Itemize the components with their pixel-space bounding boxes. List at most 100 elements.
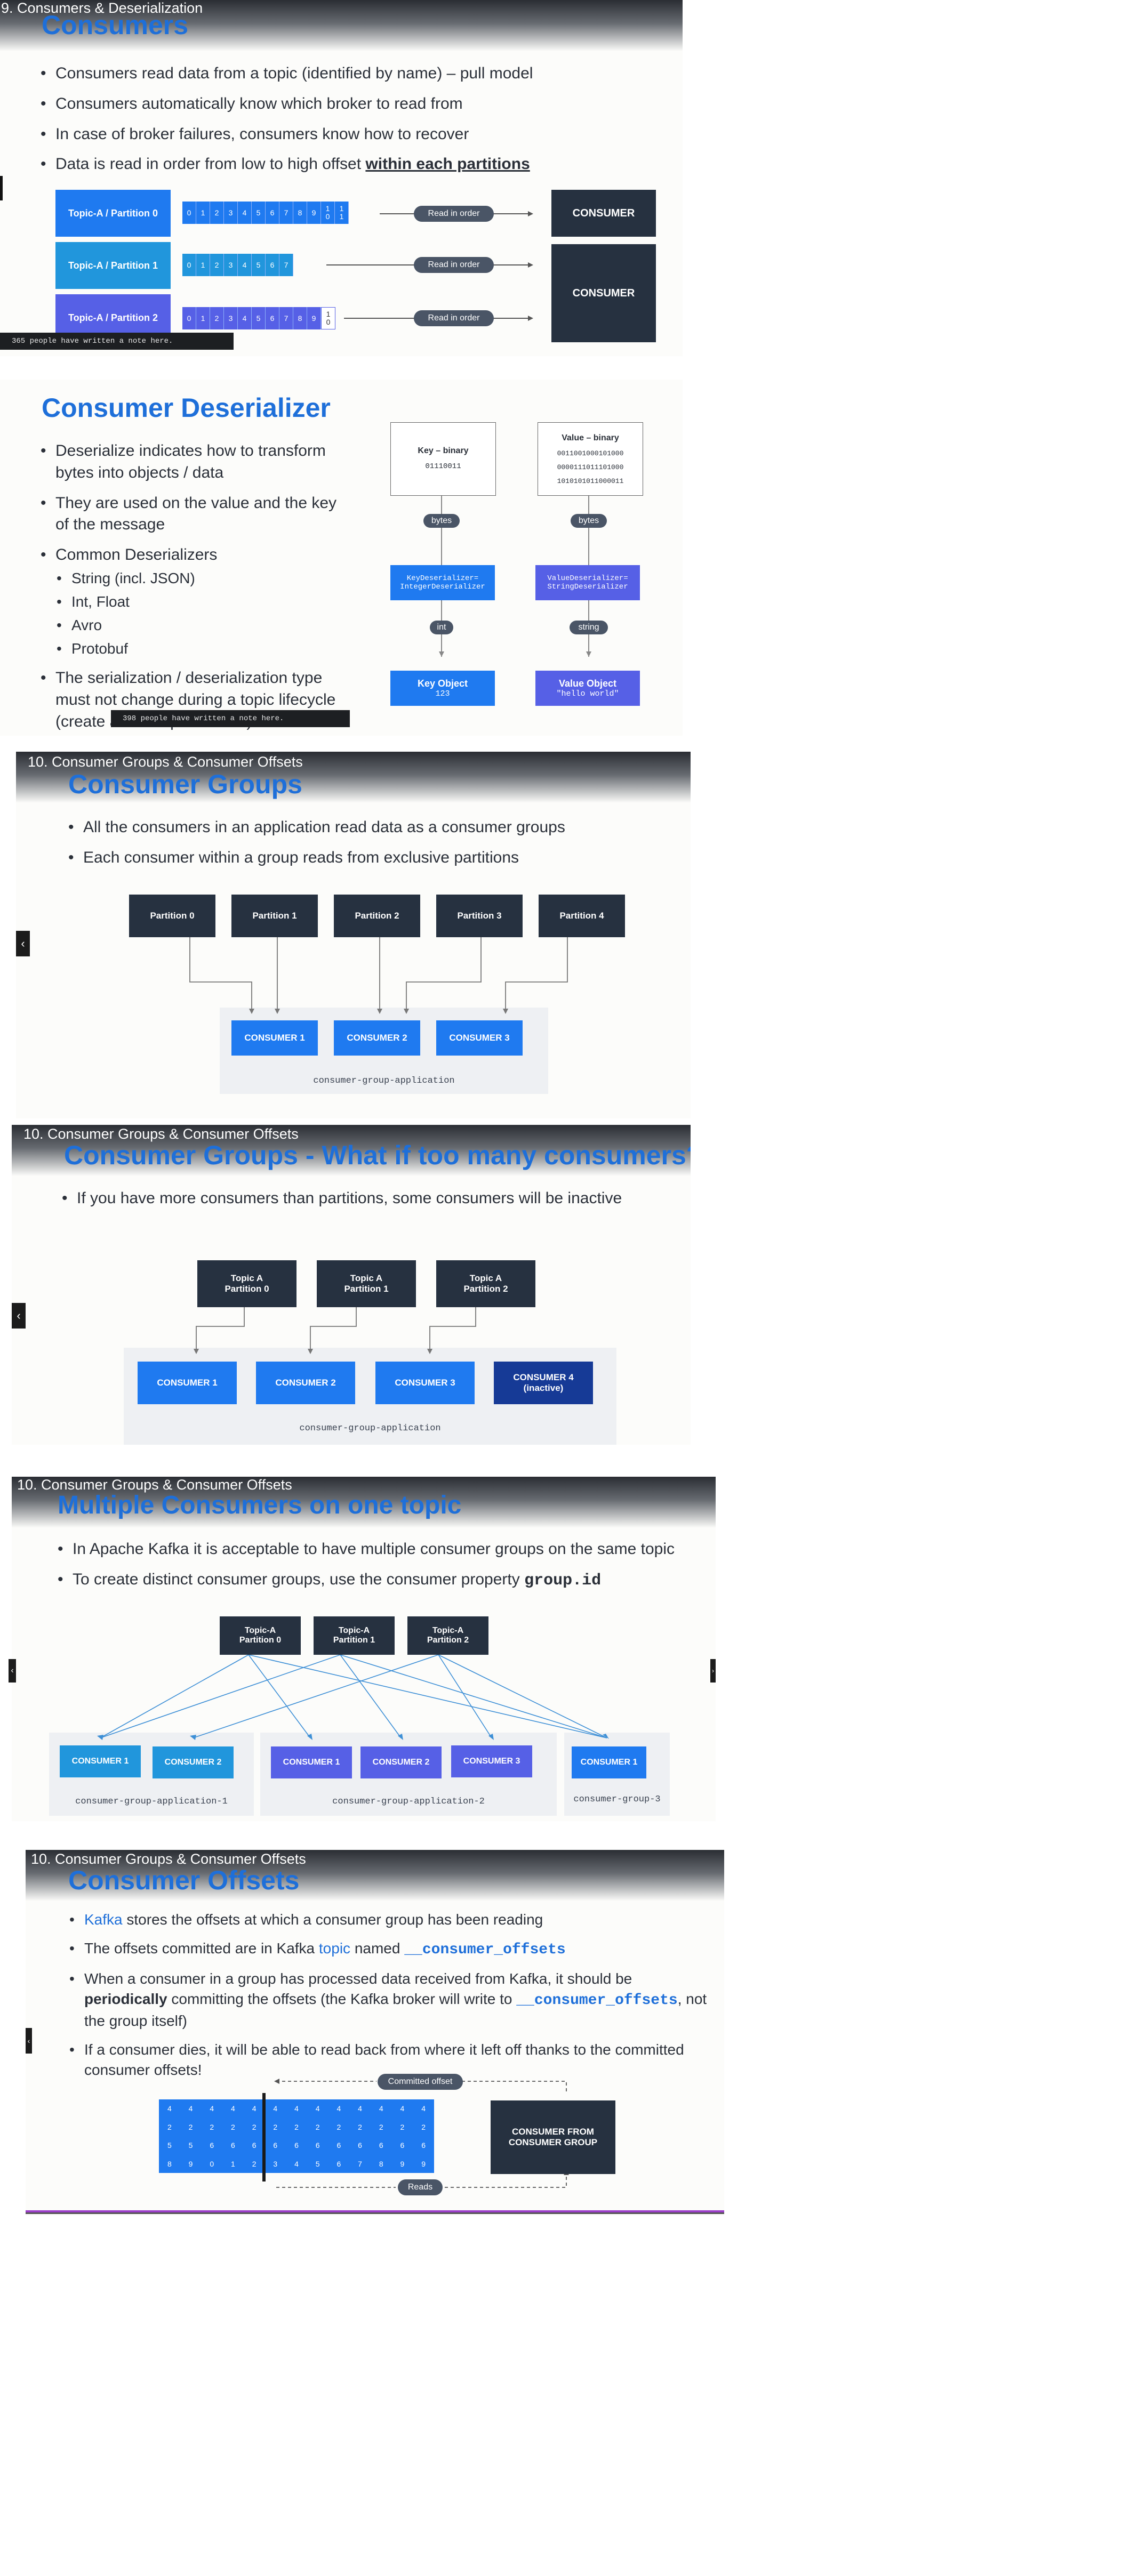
offset-digit: 2 xyxy=(188,2122,193,2131)
offset-digit: 6 xyxy=(379,2141,383,2150)
bullet: Deserialize indicates how to transform b… xyxy=(39,440,338,484)
key-object-title: Key Object xyxy=(417,678,468,689)
sub-bullet: String (incl. JSON) xyxy=(55,568,338,589)
bullet: Common Deserializers String (incl. JSON)… xyxy=(39,544,338,659)
offset-digit: 9 xyxy=(400,2159,405,2168)
offset-digit: 2 xyxy=(210,2122,214,2131)
offset-cell: 5 xyxy=(252,307,266,329)
bullet: Consumers automatically know which broke… xyxy=(39,93,626,115)
partition-box: Partition 1 xyxy=(231,895,318,937)
consumer-box: CONSUMER 3 xyxy=(375,1362,475,1404)
offset-cell: 4 xyxy=(238,254,252,276)
offset-cell: 1 0 xyxy=(321,202,335,224)
offset-digit: 2 xyxy=(252,2159,257,2168)
bullet-text: stores the offsets at which a consumer g… xyxy=(122,1911,543,1928)
bullet-list: In Apache Kafka it is acceptable to have… xyxy=(57,1539,696,1600)
slide-header-bar xyxy=(0,0,683,51)
offset-digit: 2 xyxy=(167,2122,172,2131)
kafka-link[interactable]: Kafka xyxy=(84,1911,123,1928)
inactive-consumer-box: CONSUMER 4 (inactive) xyxy=(494,1362,593,1404)
notes-count-bar[interactable]: 398 people have written a note here. xyxy=(111,710,350,727)
offset-digit: 4 xyxy=(379,2104,383,2113)
multi-group-lines xyxy=(97,1654,609,1740)
slide-consumer-offsets: 10. Consumer Groups & Consumer Offsets C… xyxy=(26,1850,724,2216)
offset-digit: 2 xyxy=(379,2122,383,2131)
offset-digit: 6 xyxy=(231,2141,235,2150)
offset-digit: 2 xyxy=(336,2122,341,2131)
sub-bullet: Int, Float xyxy=(55,592,338,612)
chevron-right-icon[interactable]: › xyxy=(710,1659,716,1683)
key-deserializer-box: KeyDeserializer= IntegerDeserializer xyxy=(390,565,495,600)
bytes-pill: bytes xyxy=(571,514,607,528)
slide-consumers: 9. Consumers & Deserialization Consumers… xyxy=(0,0,683,356)
code-text: __consumer_offsets xyxy=(516,1992,678,2009)
key-binary-title: Key – binary xyxy=(418,446,469,455)
offset-cell: 2 xyxy=(210,254,224,276)
offset-digit: 2 xyxy=(421,2122,426,2131)
read-in-order-pill: Read in order xyxy=(414,257,494,273)
reads-pill: Reads xyxy=(398,2179,443,2195)
notes-count-bar[interactable]: 365 people have written a note here. xyxy=(0,333,234,350)
topic-link[interactable]: topic xyxy=(318,1940,351,1957)
partition-assignment-lines xyxy=(189,937,568,1014)
offset-cell: 1 xyxy=(196,254,210,276)
partition-box: Topic-A Partition 1 xyxy=(314,1616,395,1655)
bullet: Data is read in order from low to high o… xyxy=(39,154,626,175)
bullet-text: Common Deserializers xyxy=(55,546,218,564)
consumer-box: CONSUMER 2 xyxy=(334,1020,420,1056)
offset-digit: 9 xyxy=(421,2159,426,2168)
chevron-left-icon[interactable]: ‹ xyxy=(9,1659,16,1683)
bullet-text: committing the offsets (the Kafka broker… xyxy=(167,1991,517,2008)
slide-consumer-groups: 10. Consumer Groups & Consumer Offsets C… xyxy=(16,752,691,1118)
consumer-box: CONSUMER 3 xyxy=(436,1020,523,1056)
bullet: In case of broker failures, consumers kn… xyxy=(39,124,626,146)
slide-title: Multiple Consumers on one topic xyxy=(58,1491,462,1519)
sub-bullet-list: String (incl. JSON) Int, Float Avro Prot… xyxy=(55,568,338,659)
value-object-value: "hello world" xyxy=(556,689,619,698)
offset-digit: 5 xyxy=(188,2141,193,2150)
slide-header-bar xyxy=(12,1125,691,1176)
slide-progress-track xyxy=(26,2212,724,2214)
chevron-left-icon[interactable]: ‹ xyxy=(16,931,30,956)
bullet-text: Data is read in order from low to high o… xyxy=(55,155,366,173)
value-object-box: Value Object "hello world" xyxy=(535,671,640,706)
bullet: Kafka stores the offsets at which a cons… xyxy=(68,1910,708,1930)
value-deserializer-box: ValueDeserializer= StringDeserializer xyxy=(535,565,640,600)
partition-box: Topic A Partition 0 xyxy=(197,1260,296,1307)
offset-digit: 2 xyxy=(315,2122,320,2131)
offset-digit: 4 xyxy=(400,2104,405,2113)
bullet-text: To create distinct consumer groups, use … xyxy=(73,1570,525,1588)
partition-box: Partition 0 xyxy=(129,895,215,937)
key-object-value: 123 xyxy=(435,689,450,698)
offset-digit: 2 xyxy=(358,2122,362,2131)
offset-cell: 3 xyxy=(224,254,238,276)
consumer-group-label: consumer-group-application-1 xyxy=(75,1797,228,1807)
read-in-order-pill: Read in order xyxy=(414,206,494,222)
consumer-box: CONSUMER 1 xyxy=(60,1745,141,1777)
slide-progress-bar xyxy=(26,2210,724,2212)
offset-cell: 6 xyxy=(266,254,279,276)
offset-digit: 6 xyxy=(273,2141,278,2150)
slide-title: Consumers xyxy=(42,10,189,40)
slide-too-many-consumers: 10. Consumer Groups & Consumer Offsets C… xyxy=(12,1125,691,1445)
slide-title: Consumer Groups xyxy=(68,769,302,799)
bullet: In Apache Kafka it is acceptable to have… xyxy=(57,1539,696,1560)
offset-digit: 6 xyxy=(210,2141,214,2150)
breadcrumb: 10. Consumer Groups & Consumer Offsets xyxy=(31,1851,306,1867)
committed-offset-pill: Committed offset xyxy=(378,2074,463,2090)
offset-digit: 2 xyxy=(252,2122,257,2131)
offset-digit: 4 xyxy=(188,2104,193,2113)
chevron-left-icon[interactable]: ‹ xyxy=(26,2028,32,2054)
offset-digit: 9 xyxy=(188,2159,193,2168)
offset-cell: 8 xyxy=(293,202,307,224)
bullet-list: All the consumers in an application read… xyxy=(67,817,654,878)
offset-cell: 4 xyxy=(238,307,252,329)
chevron-left-icon[interactable]: ‹ xyxy=(12,1303,26,1329)
offset-cell: 8 xyxy=(293,307,307,329)
consumer-box: CONSUMER 1 xyxy=(572,1746,646,1778)
offset-digit: 5 xyxy=(167,2141,172,2150)
offset-digit: 7 xyxy=(358,2159,362,2168)
slide-edge-marker xyxy=(0,176,3,200)
partition-box: Partition 4 xyxy=(539,895,625,937)
offset-digit: 8 xyxy=(379,2159,383,2168)
